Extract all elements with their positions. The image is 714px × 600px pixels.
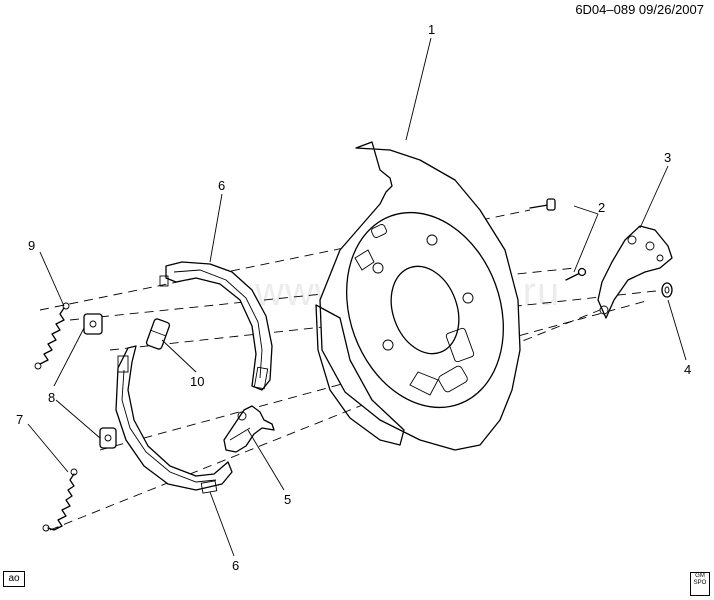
diagram-reference-header: 6D04–089 09/26/2007 [575,2,704,17]
callout-6-upper: 6 [218,178,225,193]
callout-1: 1 [428,22,435,37]
backing-plate [315,141,521,451]
callout-8: 8 [48,390,55,405]
callout-3: 3 [664,150,671,165]
bolt-lower [565,267,587,281]
callout-7: 7 [16,412,23,427]
spring-lower [42,468,78,532]
callout-labels: 1 2 3 4 5 6 6 7 8 9 10 [16,22,691,573]
logo-line-2: SPO [693,580,707,586]
corner-tag: ao [3,571,25,587]
callout-9: 9 [28,238,35,253]
callout-2: 2 [598,200,605,215]
callout-6-lower: 6 [232,558,239,573]
callout-4: 4 [684,362,691,377]
parking-brake-bracket [597,225,673,319]
leader-lines [27,37,687,557]
logo-line-1: GM [695,573,705,579]
bolt-upper [529,198,556,211]
retaining-clip-upper [83,313,103,335]
brake-shoe-lower [115,345,233,494]
callout-5: 5 [284,492,291,507]
retaining-clip-lower [99,427,117,449]
brake-shoe-upper [159,261,273,391]
callout-10: 10 [190,374,204,389]
nut [661,282,673,298]
spring-upper [34,302,70,370]
adjuster-assembly [223,405,275,453]
gm-spo-logo: GM SPO [690,572,710,596]
hold-down-pin [145,318,171,350]
